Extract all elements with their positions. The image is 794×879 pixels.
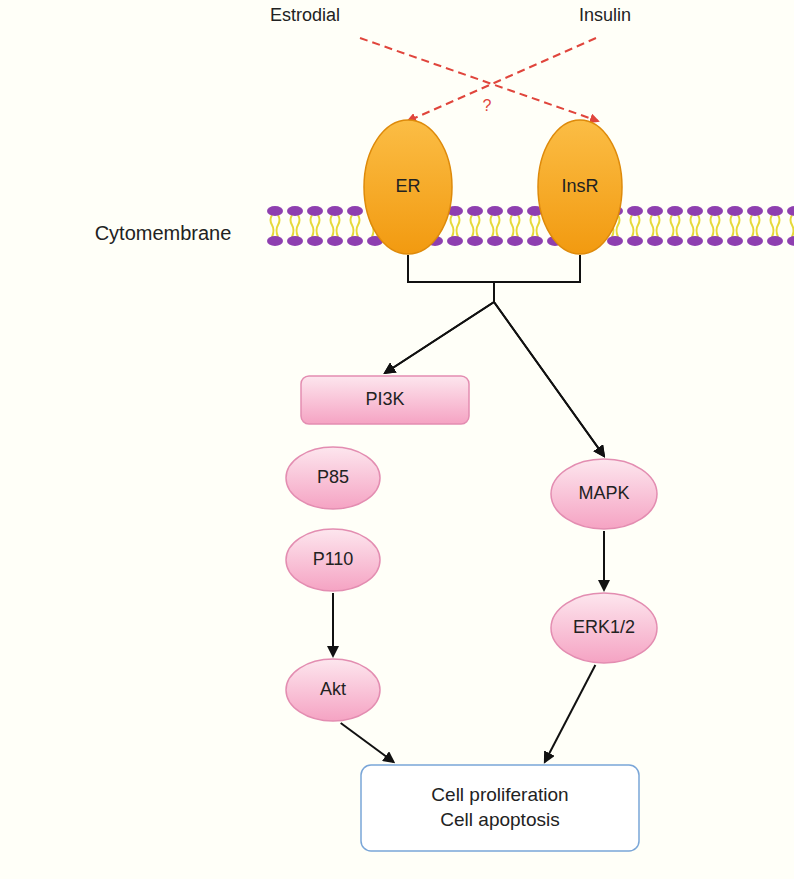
- dashed-arrow: [408, 38, 596, 121]
- ligand-label: Insulin: [579, 5, 631, 26]
- kinase-box: PI3K: [300, 375, 470, 425]
- signal-arrow: [385, 255, 580, 373]
- node-text: ER: [395, 175, 420, 198]
- dashed-arrow: [360, 38, 598, 121]
- node-text: Cell apoptosis: [440, 808, 559, 833]
- signal-arrow: [341, 723, 394, 762]
- node-text: P85: [317, 466, 349, 489]
- subunit-ellipse: P110: [285, 528, 381, 592]
- node-text: MAPK: [578, 482, 629, 505]
- node-text: P110: [313, 548, 354, 571]
- outcome-box: Cell proliferationCell apoptosis: [360, 764, 640, 852]
- receptor-ellipse: InsR: [537, 119, 623, 255]
- signal-arrow: [332, 593, 334, 656]
- protein-ellipse: ERK1/2: [550, 592, 658, 664]
- question-mark: ?: [483, 97, 492, 115]
- protein-ellipse: MAPK: [550, 458, 658, 530]
- signal-arrow: [494, 255, 604, 456]
- receptor-ellipse: ER: [363, 119, 453, 255]
- protein-ellipse: Akt: [285, 658, 381, 722]
- subunit-ellipse: P85: [285, 446, 381, 510]
- node-outline: [360, 764, 640, 852]
- cell-membrane: [265, 205, 794, 247]
- node-text: Akt: [320, 678, 346, 701]
- node-text: InsR: [561, 175, 598, 198]
- signal-arrow: [408, 255, 604, 456]
- ligand-label: Estrodial: [270, 5, 340, 26]
- signal-arrow: [545, 665, 596, 762]
- membrane-label: Cytomembrane: [95, 222, 232, 245]
- node-text: PI3K: [365, 388, 404, 411]
- node-text: ERK1/2: [573, 616, 635, 639]
- node-text: Cell proliferation: [431, 783, 568, 808]
- signal-arrow: [385, 255, 494, 373]
- signal-arrow: [603, 531, 605, 590]
